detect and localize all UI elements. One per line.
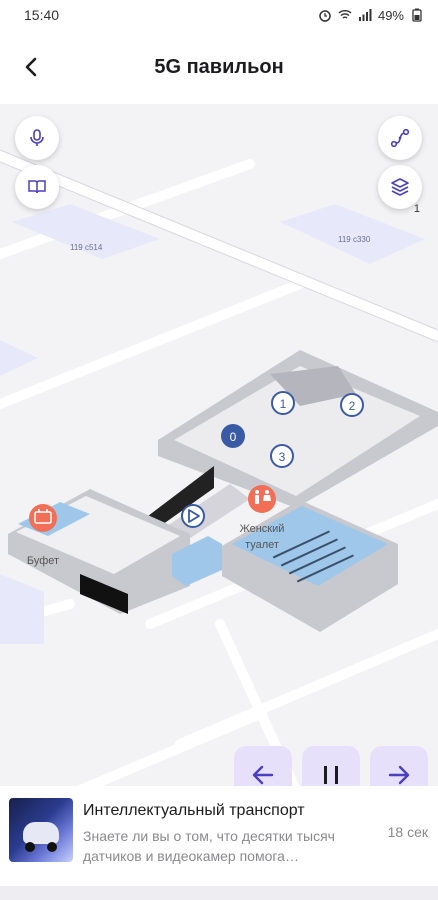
exhibit-description: Знаете ли вы о том, что десятки тысяч да… [83,828,335,864]
layers-icon [391,178,409,196]
room-marker-2[interactable]: 2 [340,393,364,417]
restroom-poi[interactable] [248,485,276,513]
layer-count: 1 [413,203,420,215]
status-time: 15:40 [24,7,60,23]
svg-text:1: 1 [280,397,287,411]
pause-icon [324,766,338,784]
room-marker-1[interactable]: 1 [271,391,295,415]
route-icon [390,128,410,148]
svg-text:3: 3 [279,450,286,464]
block-119-c330 [280,204,425,264]
battery-percent: 49% [377,7,404,23]
status-bar: 15:40 49% [0,0,438,30]
restroom-icon [255,490,271,504]
voice-button[interactable] [15,116,59,160]
room-label-514: 119 с514 [70,243,103,252]
page-title: 5G павильон [154,55,284,78]
buffet-label: Буфет [27,555,59,567]
system-nav-bar [0,886,438,900]
buffet-poi[interactable] [29,504,57,532]
blue-hall-floor [232,506,388,586]
restroom-label-line1: Женский [240,523,285,535]
map-road-edges [0,149,438,343]
app-bar: 5G павильон [0,30,438,104]
arrow-back-icon [25,57,37,77]
exhibit-title: Интеллектуальный транспорт [83,802,305,819]
wifi-icon [338,10,352,19]
alarm-icon [319,10,331,22]
blue-small-room [172,536,222,586]
restroom-label-line2: туалет [245,539,279,551]
car-shape [23,822,59,844]
left-wing-black-wall [80,574,128,614]
route-button[interactable] [378,116,422,160]
arrow-right-icon [388,765,410,785]
buffet-icon [34,509,52,524]
guide-button[interactable] [15,165,59,209]
microphone-icon [30,129,44,146]
corridor-black-wall [148,466,214,532]
status-icons: 49% [318,8,424,23]
arrow-left-icon [252,765,274,785]
signal-icon [358,9,372,21]
exhibit-card[interactable]: Интеллектуальный транспорт Знаете ли вы … [0,786,438,886]
map-canvas: 119 с514 119 с330 0 1 2 3 [0,149,438,886]
battery-icon [412,8,422,22]
room-label-330: 119 с330 [338,235,371,244]
svg-text:0: 0 [230,430,237,444]
room-marker-3[interactable]: 3 [270,444,294,468]
exhibit-thumbnail [9,798,73,862]
hall-seats [272,530,354,583]
indoor-map[interactable]: 119 с514 119 с330 0 1 2 3 [0,104,438,886]
exhibit-duration: 18 сек [387,824,428,840]
block-left [0,340,38,376]
book-icon [28,180,46,194]
back-button[interactable] [14,49,50,85]
svg-text:2: 2 [349,399,356,413]
block-119-c514 [12,204,160,259]
play-marker[interactable] [181,504,205,528]
block-bottom-left [0,574,44,644]
layers-button[interactable]: 1 [378,165,422,215]
room-marker-0[interactable]: 0 [221,424,245,448]
